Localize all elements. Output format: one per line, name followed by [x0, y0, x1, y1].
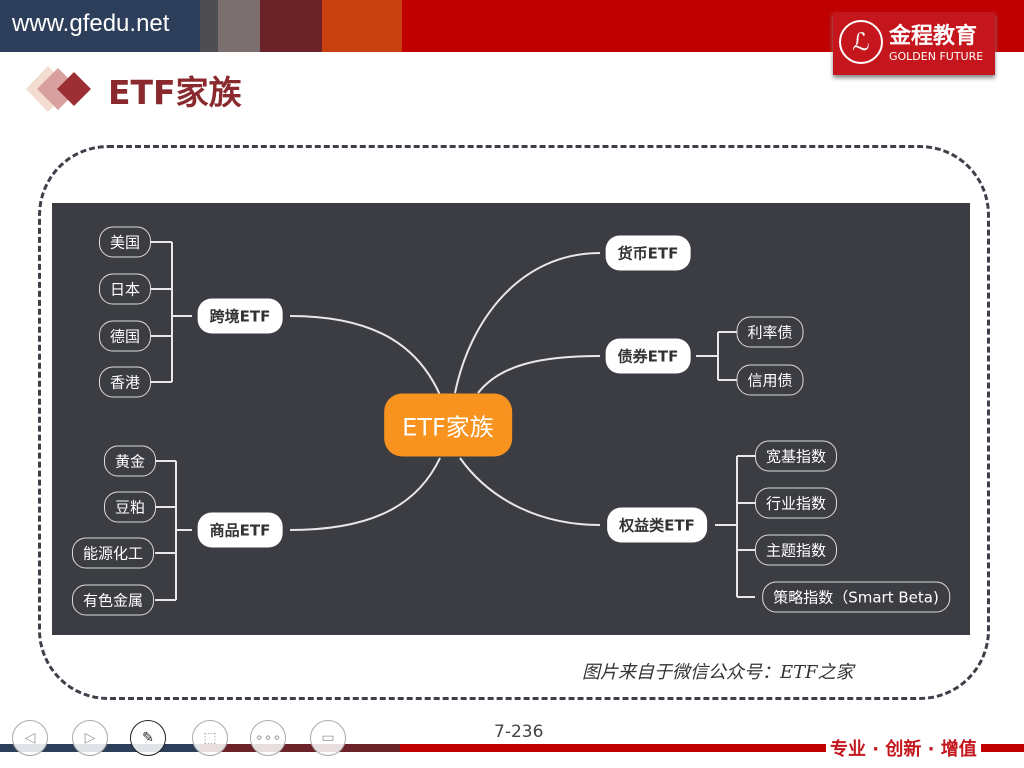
dashed-frame	[38, 145, 990, 700]
leaf-smart-beta: 策略指数（Smart Beta)	[762, 581, 950, 613]
header-band	[260, 0, 322, 52]
leaf-japan: 日本	[98, 273, 152, 305]
leaf-usa: 美国	[98, 226, 152, 258]
more-options-button[interactable]: ∘∘∘	[250, 720, 286, 756]
page-title: ETF家族	[108, 73, 242, 112]
leaf-soymeal: 豆粕	[103, 491, 157, 523]
node-currency-etf: 货币ETF	[605, 235, 691, 271]
prev-slide-button[interactable]: ◁	[12, 720, 48, 756]
header-band	[218, 0, 260, 52]
node-bond-etf: 债券ETF	[605, 338, 691, 374]
header-band	[322, 0, 402, 52]
presenter-view-button[interactable]: ▭	[310, 720, 346, 756]
leaf-broad-index: 宽基指数	[754, 440, 838, 472]
node-cross-border-etf: 跨境ETF	[197, 298, 283, 334]
pen-tool-button[interactable]: ✎	[130, 720, 166, 756]
footer-band	[400, 744, 1024, 752]
leaf-gold: 黄金	[103, 445, 157, 477]
node-commodity-etf: 商品ETF	[197, 512, 283, 548]
leaf-germany: 德国	[98, 320, 152, 352]
next-slide-button[interactable]: ▷	[72, 720, 108, 756]
image-source-note: 图片来自于微信公众号：ETF之家	[582, 662, 854, 683]
logo-seal-icon: ℒ	[839, 20, 883, 64]
tagline: 专业 · 创新 · 增值	[826, 735, 981, 761]
leaf-rate-bond: 利率债	[736, 316, 804, 348]
mindmap-center-node: ETF家族	[384, 393, 512, 457]
node-equity-etf: 权益类ETF	[607, 507, 707, 543]
site-url: www.gfedu.net	[12, 10, 170, 37]
leaf-energy-chem: 能源化工	[71, 537, 155, 569]
leaf-hongkong: 香港	[98, 366, 152, 398]
logo-en: GOLDEN FUTURE	[889, 50, 984, 63]
title-diamonds-icon	[26, 66, 91, 112]
logo-cn: 金程教育	[889, 24, 978, 49]
header-band	[200, 0, 218, 52]
page-number: 7-236	[494, 722, 544, 742]
logo: ℒ 金程教育 GOLDEN FUTURE	[833, 12, 995, 75]
pointer-options-button[interactable]: ⬚	[192, 720, 228, 756]
leaf-sector-index: 行业指数	[754, 487, 838, 519]
leaf-theme-index: 主题指数	[754, 534, 838, 566]
footer-band	[200, 744, 400, 752]
leaf-credit-bond: 信用债	[736, 364, 804, 396]
leaf-nonferrous: 有色金属	[71, 584, 155, 616]
header-band	[0, 0, 200, 52]
